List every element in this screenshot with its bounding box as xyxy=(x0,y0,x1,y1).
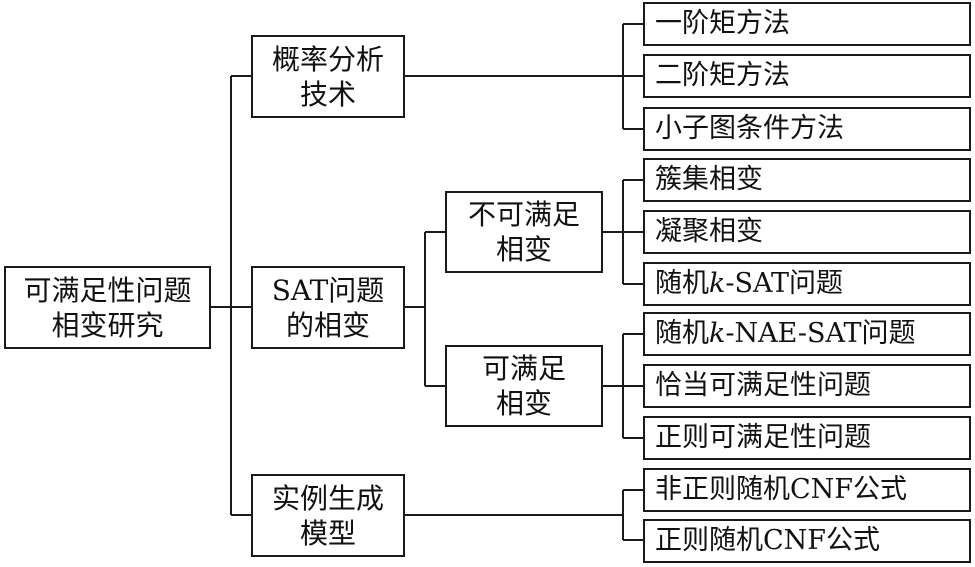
leaf-regular-sat-label: 正则可满足性问题 xyxy=(655,422,871,454)
leaf-second-moment-label: 二阶矩方法 xyxy=(655,60,790,92)
leaf-regular-cnf: 正则随机CNF公式 xyxy=(643,519,971,563)
leaf-random-knae-k: k xyxy=(709,318,726,350)
leaf-second-moment: 二阶矩方法 xyxy=(643,54,971,98)
sub-unsat-phase: 不可满足 相变 xyxy=(445,191,603,273)
root-node-line2: 相变研究 xyxy=(51,308,164,342)
leaf-random-knae-label: 随机k-NAE-SAT问题 xyxy=(655,317,915,351)
root-node-line1: 可满足性问题 xyxy=(23,273,192,307)
leaf-exact-sat: 恰当可满足性问题 xyxy=(643,364,971,408)
leaf-cluster-label: 簇集相变 xyxy=(655,164,763,196)
leaf-cluster: 簇集相变 xyxy=(643,158,971,202)
branch-sat-phase: SAT问题 的相变 xyxy=(251,266,405,349)
leaf-nonregular-cnf: 非正则随机CNF公式 xyxy=(643,468,971,512)
sub-unsat-line2: 相变 xyxy=(495,233,552,266)
root-node: 可满足性问题 相变研究 xyxy=(4,266,211,349)
branch-instance-model: 实例生成 模型 xyxy=(251,474,405,557)
branch-prob-line1: 概率分析 xyxy=(271,42,384,76)
branch-prob-line2: 技术 xyxy=(299,77,356,111)
leaf-exact-sat-label: 恰当可满足性问题 xyxy=(655,370,871,402)
leaf-regular-sat: 正则可满足性问题 xyxy=(643,416,971,460)
leaf-random-ksat-pre: 随机 xyxy=(655,268,709,300)
sub-satisf-line1: 可满足 xyxy=(481,352,566,385)
leaf-random-ksat-post: -SAT问题 xyxy=(725,268,844,300)
branch-sat-line2: 的相变 xyxy=(285,308,370,342)
leaf-random-knae-pre: 随机 xyxy=(655,318,709,350)
leaf-small-subgraph-label: 小子图条件方法 xyxy=(655,113,844,145)
leaf-random-ksat-k: k xyxy=(709,268,726,300)
sub-satisf-phase: 可满足 相变 xyxy=(445,345,603,427)
leaf-nonregular-cnf-label: 非正则随机CNF公式 xyxy=(655,474,908,506)
leaf-random-ksat: 随机k-SAT问题 xyxy=(643,262,971,306)
branch-inst-line1: 实例生成 xyxy=(271,481,384,515)
leaf-random-ksat-label: 随机k-SAT问题 xyxy=(655,267,843,301)
leaf-small-subgraph: 小子图条件方法 xyxy=(643,107,971,151)
leaf-condensation-label: 凝聚相变 xyxy=(655,216,763,248)
sub-satisf-line2: 相变 xyxy=(495,387,552,420)
leaf-random-knae-post: -NAE-SAT问题 xyxy=(725,318,916,350)
branch-prob-analysis: 概率分析 技术 xyxy=(251,35,405,118)
branch-sat-line1: SAT问题 xyxy=(271,273,385,307)
leaf-condensation: 凝聚相变 xyxy=(643,210,971,254)
branch-inst-line2: 模型 xyxy=(299,516,356,550)
leaf-first-moment: 一阶矩方法 xyxy=(643,2,971,46)
leaf-random-knae: 随机k-NAE-SAT问题 xyxy=(643,312,971,356)
leaf-first-moment-label: 一阶矩方法 xyxy=(655,8,790,40)
leaf-regular-cnf-label: 正则随机CNF公式 xyxy=(655,525,881,557)
sub-unsat-line1: 不可满足 xyxy=(467,198,580,231)
